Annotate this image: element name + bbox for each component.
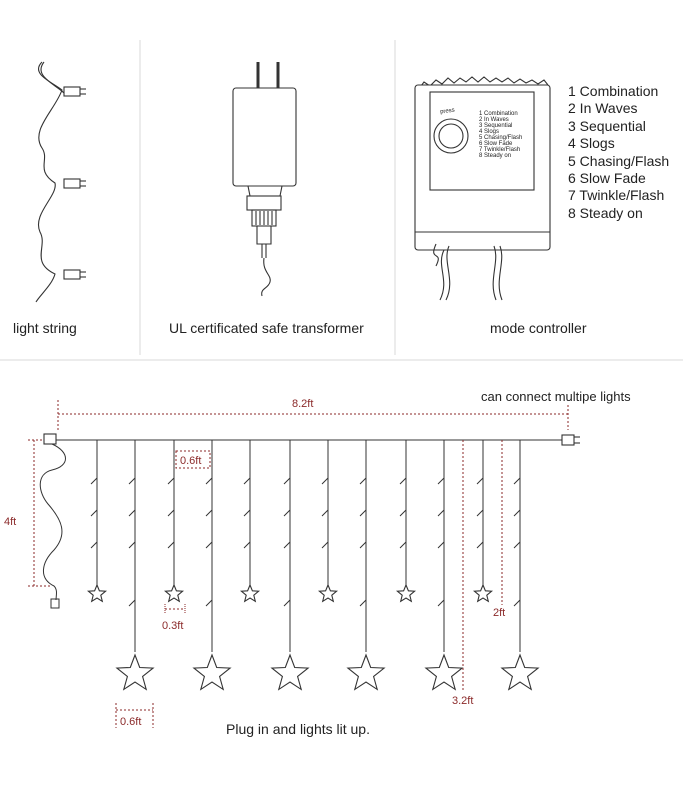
side-mode-list: 1 Combination 2 In Waves 3 Sequential 4 … (568, 83, 669, 221)
box-mode-6: 6 Slow Fade (479, 141, 513, 147)
panel-dividers (0, 40, 683, 361)
strand-gap-dimension (175, 450, 211, 469)
box-mode-4: 4 Slogs (479, 129, 499, 135)
bulbs (90, 477, 521, 607)
large-star-icon (346, 653, 386, 691)
side-mode-5: 5 Chasing/Flash (568, 153, 669, 169)
short-strand-label: 2ft (493, 607, 505, 619)
box-mode-1: 1 Combination (479, 111, 518, 117)
light-string-label: light string (13, 320, 77, 336)
side-mode-6: 6 Slow Fade (568, 170, 646, 186)
side-mode-8: 8 Steady on (568, 205, 643, 221)
height-dimension (28, 439, 50, 587)
connect-note: can connect multipe lights (481, 389, 631, 404)
side-mode-7: 7 Twinkle/Flash (568, 187, 664, 203)
box-mode-3: 3 Sequential (479, 123, 512, 129)
light-string-illustration (35, 61, 86, 303)
small-stars (86, 583, 494, 603)
lead-height-label: 4ft (4, 516, 16, 528)
controller-label: mode controller (490, 320, 587, 336)
box-mode-8: 8 Steady on (479, 153, 511, 159)
large-star-icon (500, 653, 540, 691)
main-wire (43, 433, 580, 446)
box-mode-2: 2 In Waves (479, 117, 509, 123)
small-star-icon (86, 583, 108, 603)
long-strand-label: 3.2ft (452, 695, 473, 707)
side-mode-2: 2 In Waves (568, 100, 638, 116)
small-star-icon (239, 583, 261, 603)
large-stars (115, 653, 540, 691)
width-dimension (57, 400, 569, 430)
small-star-icon (317, 583, 339, 603)
large-star-icon (424, 653, 464, 691)
caption: Plug in and lights lit up. (226, 721, 370, 737)
large-star-icon (115, 653, 155, 691)
transformer-illustration (232, 62, 297, 297)
press-label: press (440, 108, 455, 116)
lead-wire (39, 443, 66, 609)
large-star-width-dimension (115, 703, 154, 728)
side-mode-3: 3 Sequential (568, 118, 646, 134)
transformer-label: UL certificated safe transformer (169, 320, 364, 336)
mode-button-icon (433, 118, 469, 154)
small-star-icon (395, 583, 417, 603)
controller-illustration (414, 76, 551, 301)
box-mode-5: 5 Chasing/Flash (479, 135, 522, 141)
small-star-width-label: 0.3ft (162, 620, 183, 632)
strands (96, 440, 521, 652)
strand-gap-label: 0.6ft (180, 455, 201, 467)
large-star-icon (270, 653, 310, 691)
small-star-icon (472, 583, 494, 603)
side-mode-4: 4 Slogs (568, 135, 615, 151)
large-star-width-label: 0.6ft (120, 716, 141, 728)
small-star-icon (163, 583, 185, 603)
box-mode-7: 7 Twinkle/Flash (479, 147, 520, 153)
large-star-icon (192, 653, 232, 691)
total-width-label: 8.2ft (292, 398, 313, 410)
small-star-width-dimension (164, 604, 186, 613)
box-mode-list: 1 Combination 2 In Waves 3 Sequential 4 … (479, 111, 522, 159)
side-mode-1: 1 Combination (568, 83, 658, 99)
